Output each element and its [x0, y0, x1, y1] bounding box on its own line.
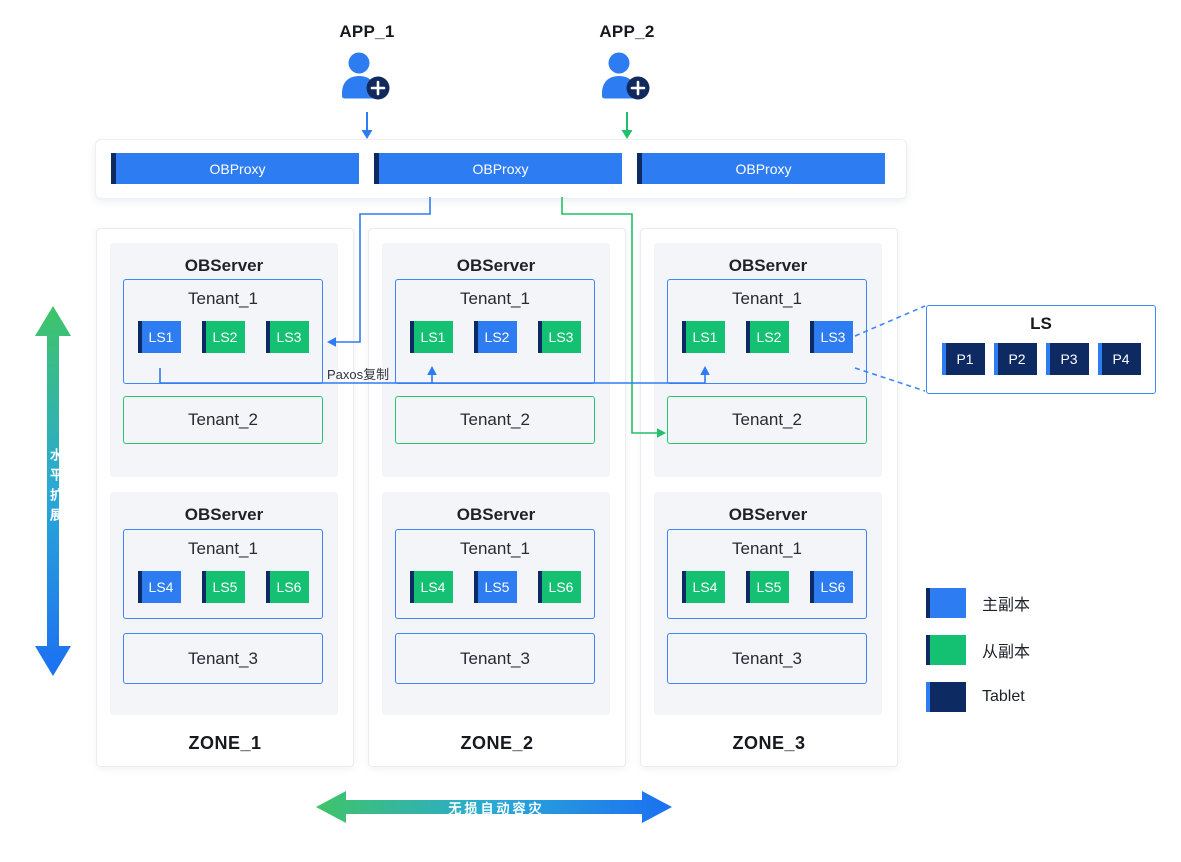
ls-block: LS3 [537, 321, 581, 353]
ls-block: LS1 [137, 321, 181, 353]
legend-label: Tablet [982, 688, 1025, 705]
obproxy-node-3: OBProxy [637, 153, 885, 184]
paxos-replication-label: Paxos复制 [327, 367, 390, 382]
ls-block: LS4 [137, 571, 181, 603]
observer-box: OBServer Tenant_1 LS4 LS5 LS6 Tenant_3 [654, 492, 882, 715]
tenant-name: Tenant_2 [460, 410, 530, 429]
tenant-box: Tenant_3 [667, 633, 867, 684]
user-plus-icon [602, 52, 650, 100]
tablet-block: P3 [1045, 343, 1089, 375]
tenant-box: Tenant_1 LS4 LS5 LS6 [395, 529, 595, 619]
ls-block: LS5 [745, 571, 789, 603]
ls-row: LS1 LS2 LS3 [409, 321, 581, 353]
tenant-name: Tenant_1 [732, 289, 802, 308]
ls-block: LS6 [537, 571, 581, 603]
failover-label: 无损自动容灾 [448, 801, 545, 816]
ls-detail-box: LS P1 P2 P3 P4 [926, 305, 1156, 394]
secondary-replica-swatch [926, 635, 966, 665]
app2-arrow [621, 112, 633, 139]
tenant-name: Tenant_2 [188, 410, 258, 429]
observer-title: OBServer [456, 256, 536, 275]
partition-row: P1 P2 P3 P4 [927, 343, 1155, 375]
tenant-name: Tenant_2 [732, 410, 802, 429]
tablet-block: P2 [993, 343, 1037, 375]
zone-3: OBServer Tenant_1 LS1 LS2 LS3 Tenant_2 O… [640, 228, 898, 767]
zone-2: OBServer Tenant_1 LS1 LS2 LS3 Tenant_2 O… [368, 228, 626, 767]
horizontal-scaling-label: 水平扩展 [48, 448, 63, 528]
zone-1: OBServer Tenant_1 LS1 LS2 LS3 Tenant_2 O… [96, 228, 354, 767]
tablet-block: P4 [1097, 343, 1141, 375]
ls-block: LS3 [265, 321, 309, 353]
ls-block: LS2 [745, 321, 789, 353]
zone-name: ZONE_3 [732, 733, 806, 753]
legend-item-primary: 主副本 [926, 588, 1030, 618]
observer-title: OBServer [728, 256, 808, 275]
tenant-name: Tenant_1 [460, 289, 530, 308]
observer-title: OBServer [456, 505, 536, 524]
ls-block: LS3 [809, 321, 853, 353]
tenant-name: Tenant_3 [188, 648, 258, 668]
obproxy-node-2: OBProxy [374, 153, 622, 184]
ls-row: LS4 LS5 LS6 [409, 571, 581, 603]
tenant-box: Tenant_2 [667, 396, 867, 444]
ls-block: LS4 [409, 571, 453, 603]
observer-title: OBServer [184, 256, 264, 275]
tenant-name: Tenant_3 [732, 648, 802, 668]
ls-row: LS1 LS2 LS3 [681, 321, 853, 353]
tenant-box: Tenant_1 LS1 LS2 LS3 [123, 279, 323, 384]
tenant-box: Tenant_2 [395, 396, 595, 444]
app-1-label: APP_1 [339, 22, 395, 41]
tenant-name: Tenant_1 [460, 539, 530, 558]
app-2-label: APP_2 [599, 22, 655, 41]
observer-box: OBServer Tenant_1 LS4 LS5 LS6 Tenant_3 [110, 492, 338, 715]
app-2: APP_2 [567, 22, 687, 104]
tablet-swatch [926, 682, 966, 712]
ls-block: LS4 [681, 571, 725, 603]
tenant-box: Tenant_2 [123, 396, 323, 444]
zone-name: ZONE_1 [188, 733, 262, 753]
app-1: APP_1 [307, 22, 427, 104]
observer-box: OBServer Tenant_1 LS1 LS2 LS3 Tenant_2 [382, 243, 610, 477]
legend-label: 主副本 [982, 597, 1031, 614]
tenant-name: Tenant_1 [732, 539, 802, 558]
ls-block: LS1 [681, 321, 725, 353]
tablet-block: P1 [941, 343, 985, 375]
ls-row: LS4 LS5 LS6 [137, 571, 309, 603]
tenant-name: Tenant_3 [460, 648, 530, 668]
observer-box: OBServer Tenant_1 LS4 LS5 LS6 Tenant_3 [382, 492, 610, 715]
legend-label: 从副本 [982, 644, 1031, 661]
ls-row: LS1 LS2 LS3 [137, 321, 309, 353]
observer-title: OBServer [184, 505, 264, 524]
obproxy-bar: OBProxy OBProxy OBProxy [95, 139, 907, 199]
observer-title: OBServer [728, 505, 808, 524]
ls-block: LS5 [473, 571, 517, 603]
app1-arrow [361, 112, 373, 139]
obproxy-node-1: OBProxy [111, 153, 359, 184]
zone-name: ZONE_2 [460, 733, 534, 753]
user-plus-icon [342, 52, 390, 100]
ls-row: LS4 LS5 LS6 [681, 571, 853, 603]
ls-block: LS6 [265, 571, 309, 603]
observer-box: OBServer Tenant_1 LS1 LS2 LS3 Tenant_2 [654, 243, 882, 477]
tenant-box: Tenant_1 LS1 LS2 LS3 [395, 279, 595, 384]
tenant-box: Tenant_1 LS4 LS5 LS6 [123, 529, 323, 619]
legend: 主副本 从副本 Tablet [926, 588, 1030, 729]
tenant-box: Tenant_3 [395, 633, 595, 684]
tenant-box: Tenant_1 LS4 LS5 LS6 [667, 529, 867, 619]
legend-item-tablet: Tablet [926, 682, 1030, 712]
ls-detail-title: LS [1030, 314, 1052, 333]
tenant-name: Tenant_1 [188, 539, 258, 558]
tenant-box: Tenant_3 [123, 633, 323, 684]
tenant-name: Tenant_1 [188, 289, 258, 308]
primary-replica-swatch [926, 588, 966, 618]
ls-block: LS1 [409, 321, 453, 353]
ls-block: LS6 [809, 571, 853, 603]
tenant-box: Tenant_1 LS1 LS2 LS3 [667, 279, 867, 384]
ls-block: LS2 [201, 321, 245, 353]
observer-box: OBServer Tenant_1 LS1 LS2 LS3 Tenant_2 [110, 243, 338, 477]
ls-block: LS2 [473, 321, 517, 353]
legend-item-secondary: 从副本 [926, 635, 1030, 665]
ls-block: LS5 [201, 571, 245, 603]
